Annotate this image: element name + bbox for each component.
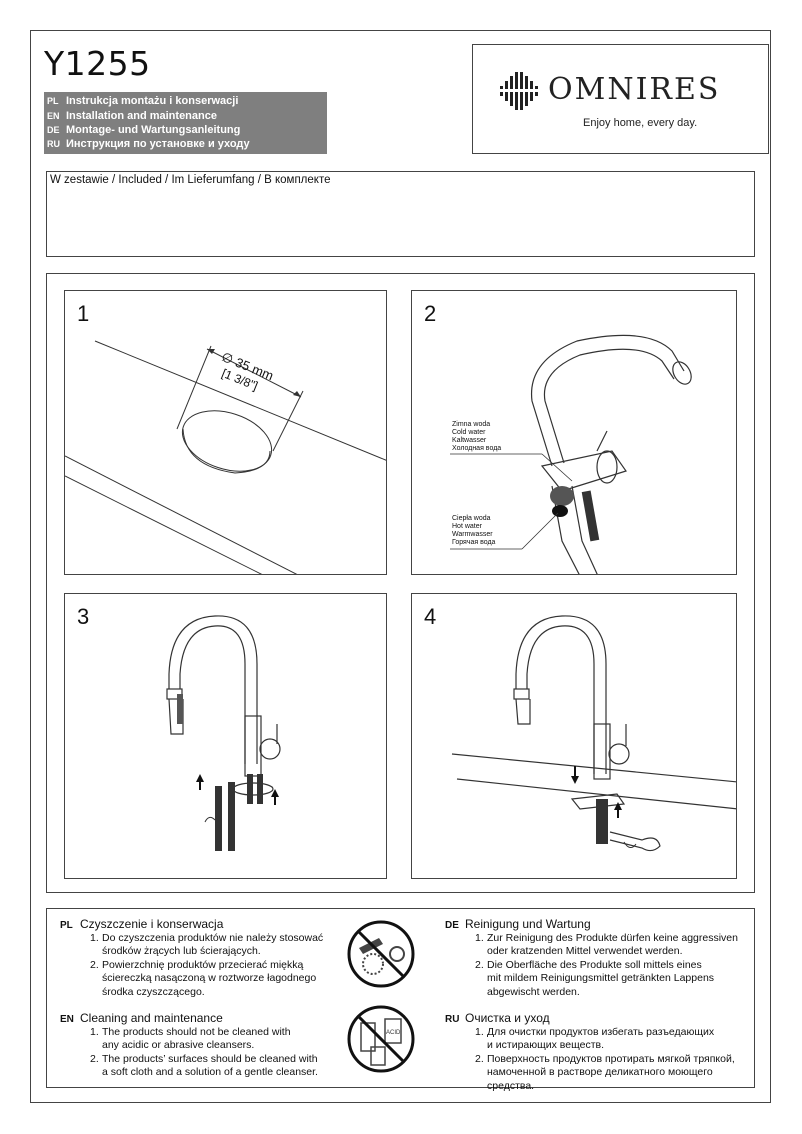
care-item: 2.Поверхность продуктов протирать мягкой… <box>475 1052 735 1092</box>
care-heading: Czyszczenie i konserwacja <box>80 917 224 931</box>
hot-water-labels: Ciepła woda Hot water Warmwasser Горячая… <box>452 515 495 547</box>
included-box <box>46 171 755 257</box>
brand-name: OMNIRES <box>548 72 721 107</box>
care-pl: PL Czyszczenie i konserwacja 1.Do czyszc… <box>60 917 340 999</box>
care-item: 1.Do czyszczenia produktów nie należy st… <box>90 931 324 958</box>
lang-code: RU <box>47 139 60 149</box>
cold-water-labels: Zimna woda Cold water Kaltwasser Холодна… <box>452 421 501 453</box>
step-number: 3 <box>77 604 90 629</box>
care-item: 1.The products should not be cleaned wit… <box>90 1025 291 1052</box>
hot-label-pl: Ciepła woda <box>452 515 491 522</box>
faucet-mounting-illustration <box>451 615 736 852</box>
lang-title: Инструкция по установке и уходу <box>66 138 250 150</box>
acid-label: ACID <box>386 1030 401 1036</box>
lang-title: Instrukcja montażu i konserwacji <box>66 95 239 107</box>
model-number: Y1255 <box>44 44 151 83</box>
care-item: 1.Zur Reinigung des Produkte dürfen kein… <box>475 931 738 958</box>
care-heading: Очистка и уход <box>465 1011 550 1025</box>
steps-box <box>46 273 755 893</box>
care-heading: Cleaning and maintenance <box>80 1011 223 1025</box>
care-item: 2.Die Oberfläche des Produkte soll mitte… <box>475 958 715 998</box>
countertop-hole-illustration <box>65 340 386 574</box>
cold-label-en: Cold water <box>452 429 486 436</box>
step-3-panel: 3 <box>64 593 387 879</box>
care-de: DE Reinigung und Wartung 1.Zur Reinigung… <box>445 917 755 999</box>
cold-label-ru: Холодная вода <box>452 445 502 452</box>
hose-connection-illustration <box>450 334 692 574</box>
logo-box <box>472 44 769 154</box>
language-title-bar: PL Instrukcja montażu i konserwacji EN I… <box>44 92 327 154</box>
care-item: 2.The products’ surfaces should be clean… <box>90 1052 318 1079</box>
care-section <box>46 908 755 1088</box>
care-item: 2.Powierzchnię produktów przecierać mięk… <box>90 958 317 998</box>
care-item: 1.Для очистки продуктов избегать разъеда… <box>475 1025 715 1052</box>
care-en: EN Cleaning and maintenance 1.The produc… <box>60 1011 340 1080</box>
step-number: 4 <box>424 604 437 629</box>
lang-code: PL <box>47 96 59 106</box>
lang-code: DE <box>47 125 60 135</box>
care-lang-code: PL <box>60 920 73 931</box>
hot-label-de: Warmwasser <box>452 531 493 538</box>
lang-title: Installation and maintenance <box>66 110 217 122</box>
step-number: 1 <box>77 301 90 326</box>
omnires-logo-mark-icon <box>500 72 540 110</box>
care-lang-code: EN <box>60 1014 74 1025</box>
hot-label-ru: Горячая вода <box>452 539 496 546</box>
care-lang-code: RU <box>445 1014 460 1025</box>
step-1-panel: 1 ∅ 35 mm [1 3/8"] <box>64 290 387 575</box>
cold-label-pl: Zimna woda <box>452 421 491 428</box>
step-number: 2 <box>424 301 437 326</box>
included-title: W zestawie / Included / Im Lieferumfang … <box>50 174 331 186</box>
faucet-hose-assembly-illustration <box>166 615 281 851</box>
care-ru: RU Очистка и уход 1.Для очистки продукто… <box>445 1011 755 1093</box>
no-abrasive-tools-icon <box>347 920 415 988</box>
no-acid-icon: ACID <box>347 1005 415 1073</box>
lang-title: Montage- und Wartungsanleitung <box>66 124 241 136</box>
step-2-panel: 2 Zimna woda Cold water Kaltwasser Холод… <box>411 290 737 575</box>
page-frame <box>30 30 771 1103</box>
care-heading: Reinigung und Wartung <box>465 917 591 931</box>
care-lang-code: DE <box>445 920 459 931</box>
cold-label-de: Kaltwasser <box>452 437 487 444</box>
brand-tagline: Enjoy home, every day. <box>583 117 698 129</box>
step-4-panel: 4 <box>411 593 737 879</box>
lang-code: EN <box>47 111 60 121</box>
hot-label-en: Hot water <box>452 523 482 530</box>
